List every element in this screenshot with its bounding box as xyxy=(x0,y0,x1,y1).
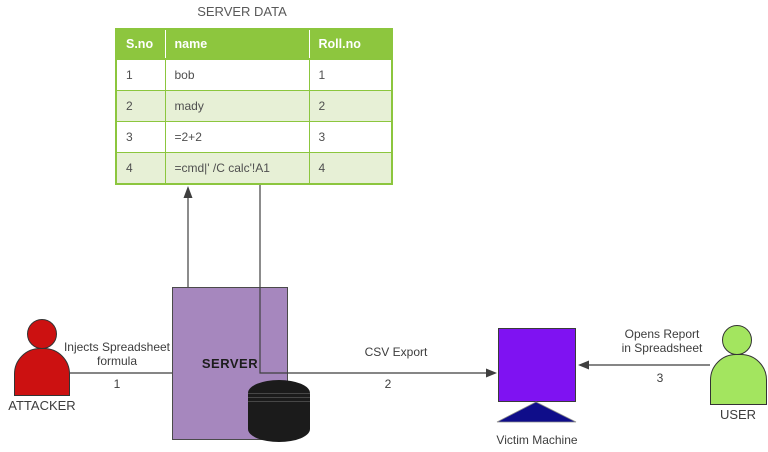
cell-rollno: 4 xyxy=(308,152,393,185)
table-row: 1 bob 1 xyxy=(115,58,393,91)
server-to-table-arrowhead xyxy=(183,186,193,198)
flow1-step-number: 1 xyxy=(113,377,121,391)
flow2-label: CSV Export xyxy=(364,345,428,359)
cell-name: bob xyxy=(164,58,310,91)
cell-sno: 3 xyxy=(115,121,166,153)
victim-stand-triangle xyxy=(496,401,577,423)
attacker-icon xyxy=(27,319,57,349)
attacker-label: ATTACKER xyxy=(8,398,76,413)
cell-name: mady xyxy=(164,90,310,122)
table-title: SERVER DATA xyxy=(197,4,287,19)
user-label: USER xyxy=(719,407,757,422)
flow3-step-number: 3 xyxy=(656,371,664,385)
column-header-rollno: Roll.no xyxy=(308,28,393,60)
cell-rollno: 1 xyxy=(308,58,393,91)
cell-rollno: 2 xyxy=(308,90,393,122)
server-label: SERVER xyxy=(201,356,259,371)
flow1-label: Injects Spreadsheet formula xyxy=(58,340,176,368)
flow3-label-line1: Opens Report xyxy=(624,327,700,341)
user-to-victim-arrowhead xyxy=(578,360,589,370)
table-header-row: S.no name Roll.no xyxy=(115,28,393,60)
cell-rollno: 3 xyxy=(308,121,393,153)
flow1-label-line1: Injects Spreadsheet xyxy=(63,340,171,354)
column-header-sno: S.no xyxy=(115,28,166,60)
user-icon xyxy=(722,325,752,355)
table-row: 3 =2+2 3 xyxy=(115,121,393,153)
cell-name-formula: =cmd|' /C calc'!A1 xyxy=(164,152,310,185)
victim-machine-icon xyxy=(498,328,576,402)
server-data-table: S.no name Roll.no 1 bob 1 2 mady 2 3 =2+… xyxy=(115,28,393,185)
cell-sno: 2 xyxy=(115,90,166,122)
column-header-name: name xyxy=(164,28,310,60)
cell-name: =2+2 xyxy=(164,121,310,153)
attacker-icon-body xyxy=(14,348,70,396)
csv-export-arrowhead xyxy=(486,368,497,378)
cell-sno: 1 xyxy=(115,58,166,91)
database-icon xyxy=(248,380,310,442)
table-row: 4 =cmd|' /C calc'!A1 4 xyxy=(115,152,393,185)
table-row: 2 mady 2 xyxy=(115,90,393,122)
user-icon-body xyxy=(710,354,767,405)
victim-machine-label: Victim Machine xyxy=(496,433,578,447)
flow3-label: Opens Report in Spreadsheet xyxy=(602,327,722,355)
flow3-label-line2: in Spreadsheet xyxy=(621,341,703,355)
cell-sno: 4 xyxy=(115,152,166,185)
flow2-step-number: 2 xyxy=(384,377,392,391)
flow1-label-line2: formula xyxy=(96,354,137,368)
